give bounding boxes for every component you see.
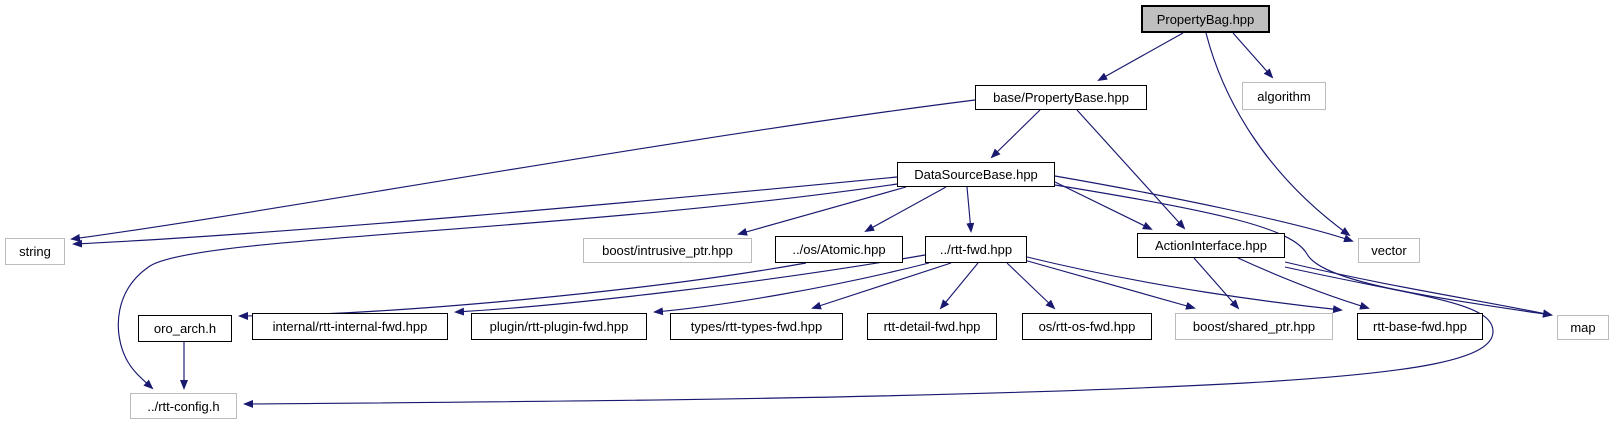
node-types-fwd[interactable]: types/rtt-types-fwd.hpp bbox=[670, 313, 843, 340]
dependency-edge-base_property_base-to-data_source_base bbox=[990, 109, 1041, 159]
node-label: boost/intrusive_ptr.hpp bbox=[602, 243, 733, 258]
node-base-fwd[interactable]: rtt-base-fwd.hpp bbox=[1357, 313, 1483, 340]
dependency-edge-data_source_base-to-string bbox=[72, 176, 898, 248]
dependency-edge-base_property_base-to-action_interface bbox=[1076, 109, 1186, 230]
node-label: ../os/Atomic.hpp bbox=[792, 242, 886, 257]
node-base-property-base[interactable]: base/PropertyBase.hpp bbox=[975, 85, 1147, 110]
dependency-edge-rtt_fwd-to-os_fwd bbox=[1006, 262, 1056, 310]
node-rtt-fwd[interactable]: ../rtt-fwd.hpp bbox=[925, 236, 1027, 263]
dependency-edge-property_bag-to-base_property_base bbox=[1097, 32, 1184, 81]
node-label: DataSourceBase.hpp bbox=[914, 167, 1038, 182]
node-label: map bbox=[1570, 320, 1596, 335]
node-os-atomic[interactable]: ../os/Atomic.hpp bbox=[775, 236, 903, 263]
node-internal-fwd[interactable]: internal/rtt-internal-fwd.hpp bbox=[252, 313, 448, 340]
node-label: oro_arch.h bbox=[153, 321, 217, 336]
node-label: algorithm bbox=[1257, 88, 1311, 104]
node-label: PropertyBag.hpp bbox=[1156, 11, 1255, 27]
dependency-edge-data_source_base-to-rtt_config bbox=[117, 183, 898, 390]
dependency-edge-data_source_base-to-os_atomic bbox=[864, 186, 947, 232]
dependency-edge-action_interface-to-map bbox=[1284, 261, 1553, 318]
node-label: string bbox=[19, 244, 51, 259]
node-vector: vector bbox=[1358, 238, 1420, 263]
dependency-edge-property_bag-to-vector bbox=[1205, 32, 1351, 237]
node-data-source-base[interactable]: DataSourceBase.hpp bbox=[897, 162, 1055, 187]
node-detail-fwd[interactable]: rtt-detail-fwd.hpp bbox=[867, 313, 997, 340]
dependency-edge-action_interface-to-base_fwd bbox=[1237, 257, 1370, 310]
dependency-edge-base_property_base-to-string bbox=[70, 99, 976, 242]
dependency-edge-rtt_fwd-to-plugin_fwd bbox=[653, 262, 930, 316]
node-action-interface[interactable]: ActionInterface.hpp bbox=[1137, 233, 1285, 258]
dependency-edge-data_source_base-to-action_interface bbox=[1054, 181, 1153, 230]
node-label: types/rtt-types-fwd.hpp bbox=[690, 319, 823, 334]
dependency-edge-rtt_fwd-to-boost_shared_ptr bbox=[1023, 259, 1196, 310]
node-rtt-config: ../rtt-config.h bbox=[130, 393, 237, 419]
node-label: boost/shared_ptr.hpp bbox=[1192, 319, 1316, 334]
dependency-edge-data_source_base-to-vector bbox=[1054, 175, 1354, 243]
dependency-edge-action_interface-to-boost_shared_ptr bbox=[1193, 257, 1240, 310]
dependency-edge-rtt_fwd-to-detail_fwd bbox=[939, 262, 979, 310]
node-property-bag: PropertyBag.hpp bbox=[1141, 5, 1270, 33]
node-label: ActionInterface.hpp bbox=[1154, 238, 1268, 253]
node-label: rtt-detail-fwd.hpp bbox=[883, 319, 981, 334]
node-boost-intrusive-ptr: boost/intrusive_ptr.hpp bbox=[583, 238, 752, 263]
node-label: plugin/rtt-plugin-fwd.hpp bbox=[489, 319, 629, 334]
node-plugin-fwd[interactable]: plugin/rtt-plugin-fwd.hpp bbox=[471, 313, 647, 340]
node-os-fwd[interactable]: os/rtt-os-fwd.hpp bbox=[1022, 313, 1152, 340]
dependency-edge-os_atomic-to-oro_arch bbox=[238, 262, 807, 320]
dependency-edge-data_source_base-to-boost_intrusive_ptr bbox=[737, 186, 907, 236]
node-label: vector bbox=[1371, 243, 1407, 258]
node-label: base/PropertyBase.hpp bbox=[993, 90, 1129, 105]
node-label: rtt-base-fwd.hpp bbox=[1373, 319, 1467, 334]
dependency-edge-rtt_fwd-to-base_fwd bbox=[1026, 256, 1343, 314]
node-boost-shared-ptr: boost/shared_ptr.hpp bbox=[1175, 313, 1333, 340]
dependency-edge-property_bag-to-algorithm bbox=[1232, 32, 1274, 79]
node-label: ../rtt-config.h bbox=[147, 398, 220, 414]
node-label: internal/rtt-internal-fwd.hpp bbox=[272, 319, 428, 334]
dependency-edge-rtt_fwd-to-types_fwd bbox=[811, 262, 952, 310]
dependency-edge-data_source_base-to-map bbox=[1054, 184, 1553, 318]
node-map: map bbox=[1557, 315, 1609, 340]
node-label: ../rtt-fwd.hpp bbox=[939, 242, 1013, 257]
node-algorithm: algorithm bbox=[1242, 82, 1326, 110]
node-oro-arch[interactable]: oro_arch.h bbox=[138, 315, 232, 342]
node-label: os/rtt-os-fwd.hpp bbox=[1038, 319, 1136, 334]
dependency-edge-action_interface-to-rtt_config bbox=[243, 266, 1494, 408]
dependency-edge-rtt_fwd-to-internal_fwd bbox=[454, 254, 926, 316]
node-string: string bbox=[5, 238, 65, 265]
dependency-edge-data_source_base-to-rtt_fwd bbox=[966, 186, 975, 233]
